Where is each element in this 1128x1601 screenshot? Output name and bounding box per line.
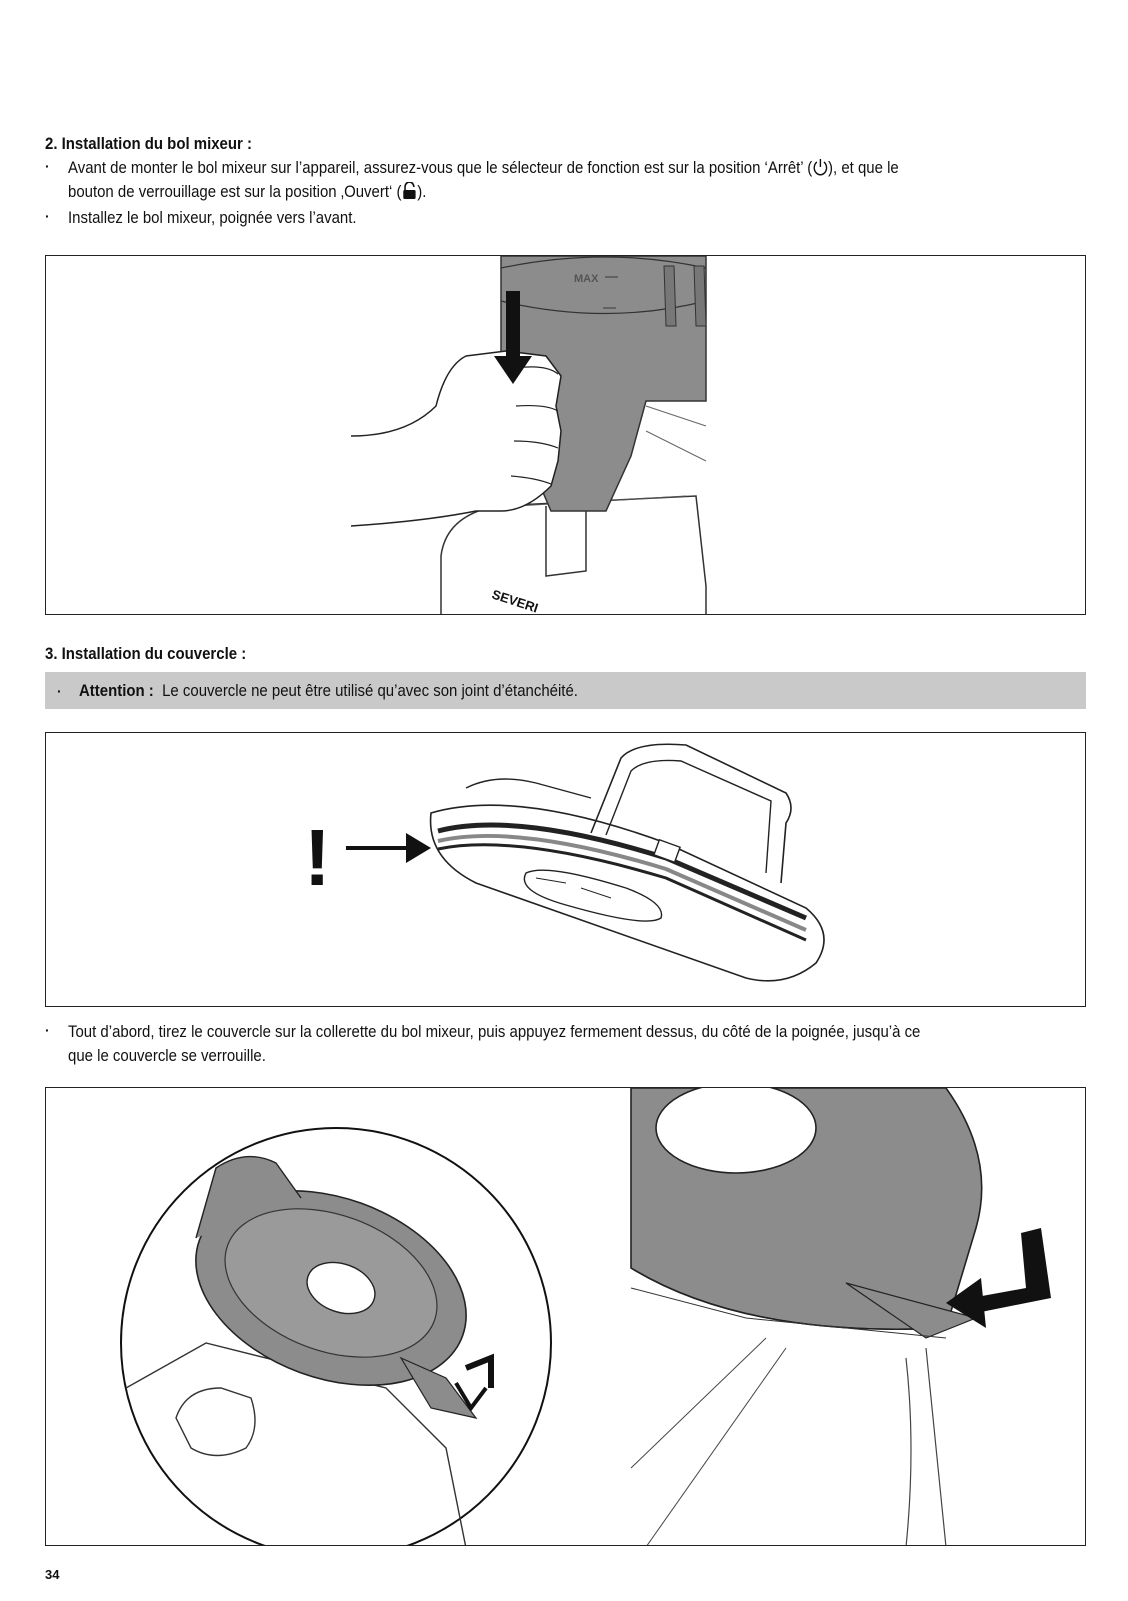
lid-illustration: !	[304, 743, 825, 982]
bullet: ·	[45, 1022, 50, 1038]
bowl-illustration: SEVERI MAX	[350, 256, 707, 614]
figure-bowl-installation: SEVERI MAX	[45, 255, 1086, 615]
section-2-heading: 2. Installation du bol mixeur :	[45, 134, 252, 153]
text-fragment: Avant de monter le bol mixeur sur l’appa…	[68, 158, 813, 177]
locking-arrow-icon	[946, 1228, 1051, 1328]
page-number: 34	[45, 1567, 60, 1582]
down-arrow-icon	[494, 291, 532, 384]
section-3-bullet-1-line-2: que le couvercle se verrouille.	[68, 1046, 266, 1065]
section-2-bullet-1-line-2: bouton de verrouillage est sur la positi…	[68, 180, 426, 207]
attention-text: Le couvercle ne peut être utilisé qu’ave…	[162, 681, 578, 700]
padlock-open-icon	[401, 181, 417, 207]
bullet: ·	[45, 208, 50, 224]
section-2-bullet-2: Installez le bol mixeur, poignée vers l’…	[68, 208, 357, 227]
text-fragment: bouton de verrouillage est sur la positi…	[68, 182, 402, 201]
bullet: ·	[57, 683, 62, 699]
bullet: ·	[45, 158, 50, 174]
warning-mark: !	[304, 813, 331, 902]
text-fragment: ), et que le	[828, 158, 899, 177]
attention-line: Attention : Le couvercle ne peut être ut…	[79, 679, 578, 703]
right-arrow-icon	[346, 833, 431, 863]
section-3-heading: 3. Installation du couvercle :	[45, 644, 247, 663]
power-off-icon	[812, 158, 828, 183]
figure-lid-locking	[45, 1087, 1086, 1546]
attention-label: Attention :	[79, 681, 154, 700]
section-3-bullet-1-line-1: Tout d’abord, tirez le couvercle sur la …	[68, 1022, 921, 1041]
attention-callout: · Attention : Le couvercle ne peut être …	[45, 672, 1086, 709]
lid-locking-illustration	[120, 1088, 1051, 1545]
section-2-bullet-1-line-1: Avant de monter le bol mixeur sur l’appa…	[68, 156, 899, 183]
text-fragment: ).	[417, 182, 427, 201]
max-label: MAX	[574, 273, 599, 285]
figure-lid-seal: !	[45, 732, 1086, 1007]
